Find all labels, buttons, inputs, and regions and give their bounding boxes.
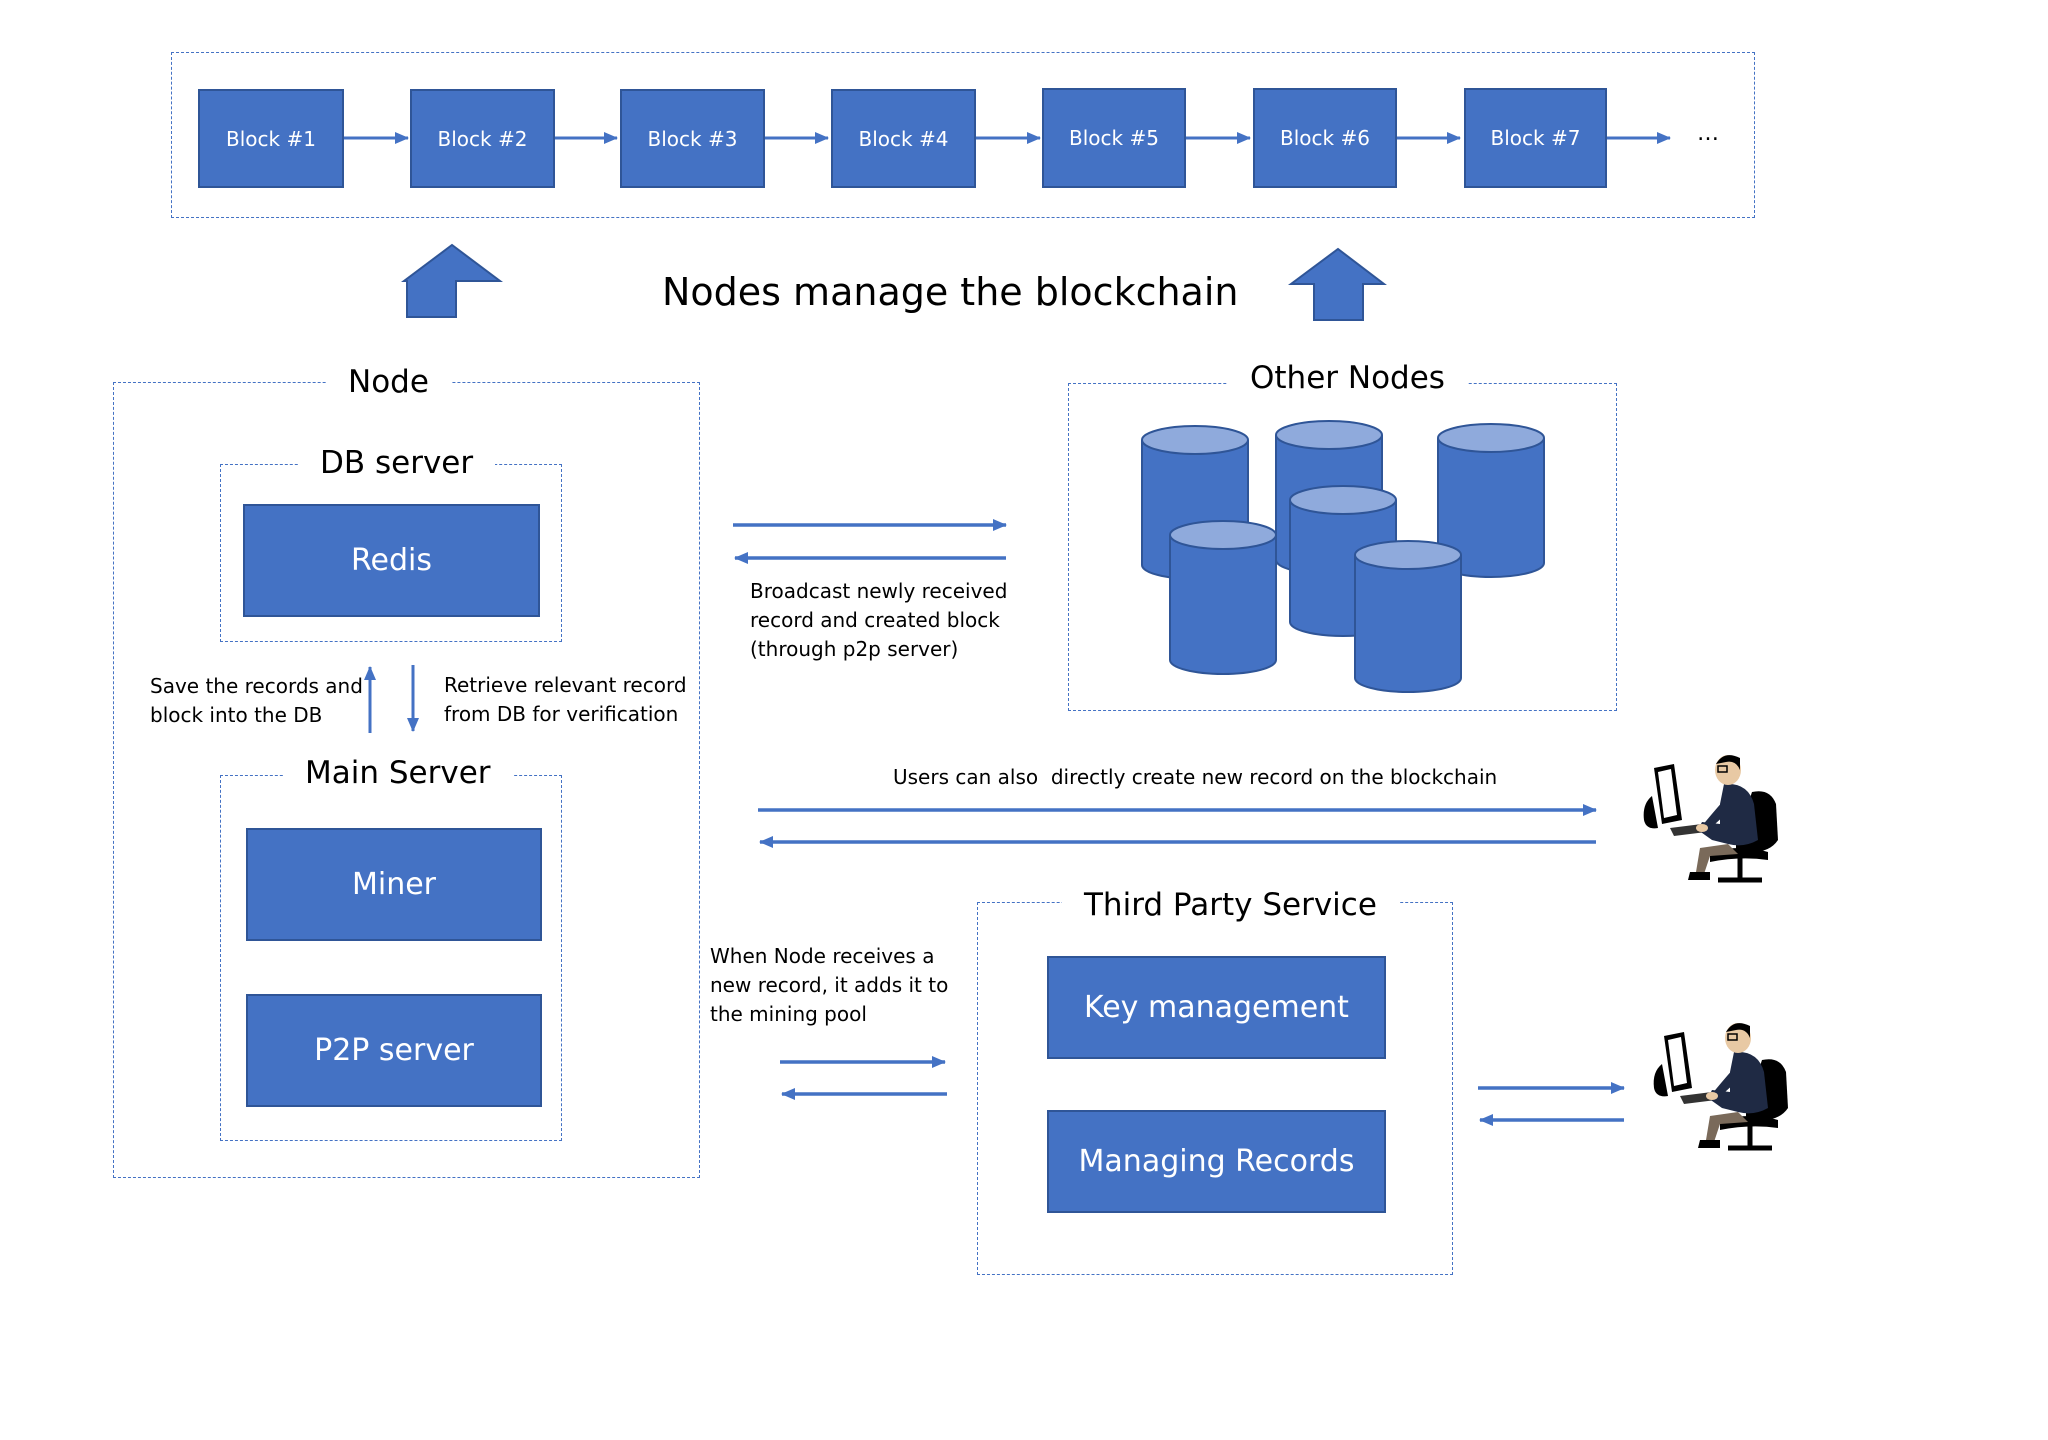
mining-note-line-3: the mining pool (710, 1002, 867, 1026)
database-cylinder-icon (1169, 520, 1277, 675)
redis-box: Redis (243, 504, 540, 617)
user-at-computer-icon (1643, 755, 1778, 883)
broadcast-note-line-3: (through p2p server) (750, 637, 959, 661)
node-title: Node (326, 362, 451, 402)
broadcast-note-line-1: Broadcast newly received (750, 579, 1008, 603)
save-note: Save the records and block into the DB (150, 672, 363, 730)
miner-box: Miner (246, 828, 542, 941)
user-at-computer-icon (1653, 1023, 1788, 1151)
database-cylinder-icon (1354, 540, 1462, 693)
managing-records-box: Managing Records (1047, 1110, 1386, 1213)
mining-note-line-2: new record, it adds it to (710, 973, 949, 997)
retrieve-note-line-2: from DB for verification (444, 702, 679, 726)
block-7: Block #7 (1464, 88, 1607, 188)
blockchain-container (171, 52, 1755, 218)
broadcast-note-line-2: record and created block (750, 608, 1000, 632)
retrieve-note: Retrieve relevant record from DB for ver… (444, 671, 687, 729)
p2p-server-box: P2P server (246, 994, 542, 1107)
headline: Nodes manage the blockchain (662, 270, 1239, 314)
third-party-title: Third Party Service (1062, 885, 1399, 925)
mining-note: When Node receives a new record, it adds… (710, 942, 948, 1029)
block-2: Block #2 (410, 89, 555, 188)
block-6: Block #6 (1253, 88, 1397, 188)
users-note: Users can also directly create new recor… (893, 765, 1498, 789)
block-1: Block #1 (198, 89, 344, 188)
mining-note-line-1: When Node receives a (710, 944, 935, 968)
key-management-box: Key management (1047, 956, 1386, 1059)
block-3: Block #3 (620, 89, 765, 188)
broadcast-note: Broadcast newly received record and crea… (750, 577, 1007, 664)
other-nodes-title: Other Nodes (1228, 358, 1467, 398)
block-5: Block #5 (1042, 88, 1186, 188)
save-note-line-1: Save the records and (150, 674, 363, 698)
big-up-arrow-right (1287, 247, 1387, 321)
db-server-title: DB server (298, 443, 496, 483)
chain-ellipsis: … (1697, 121, 1719, 146)
retrieve-note-line-1: Retrieve relevant record (444, 673, 687, 697)
database-cylinders (1141, 420, 1545, 693)
save-note-line-2: block into the DB (150, 703, 323, 727)
main-server-title: Main Server (283, 753, 513, 793)
block-4: Block #4 (831, 89, 976, 188)
database-cylinder-icon (1437, 423, 1545, 578)
big-up-arrow-left (401, 243, 503, 318)
